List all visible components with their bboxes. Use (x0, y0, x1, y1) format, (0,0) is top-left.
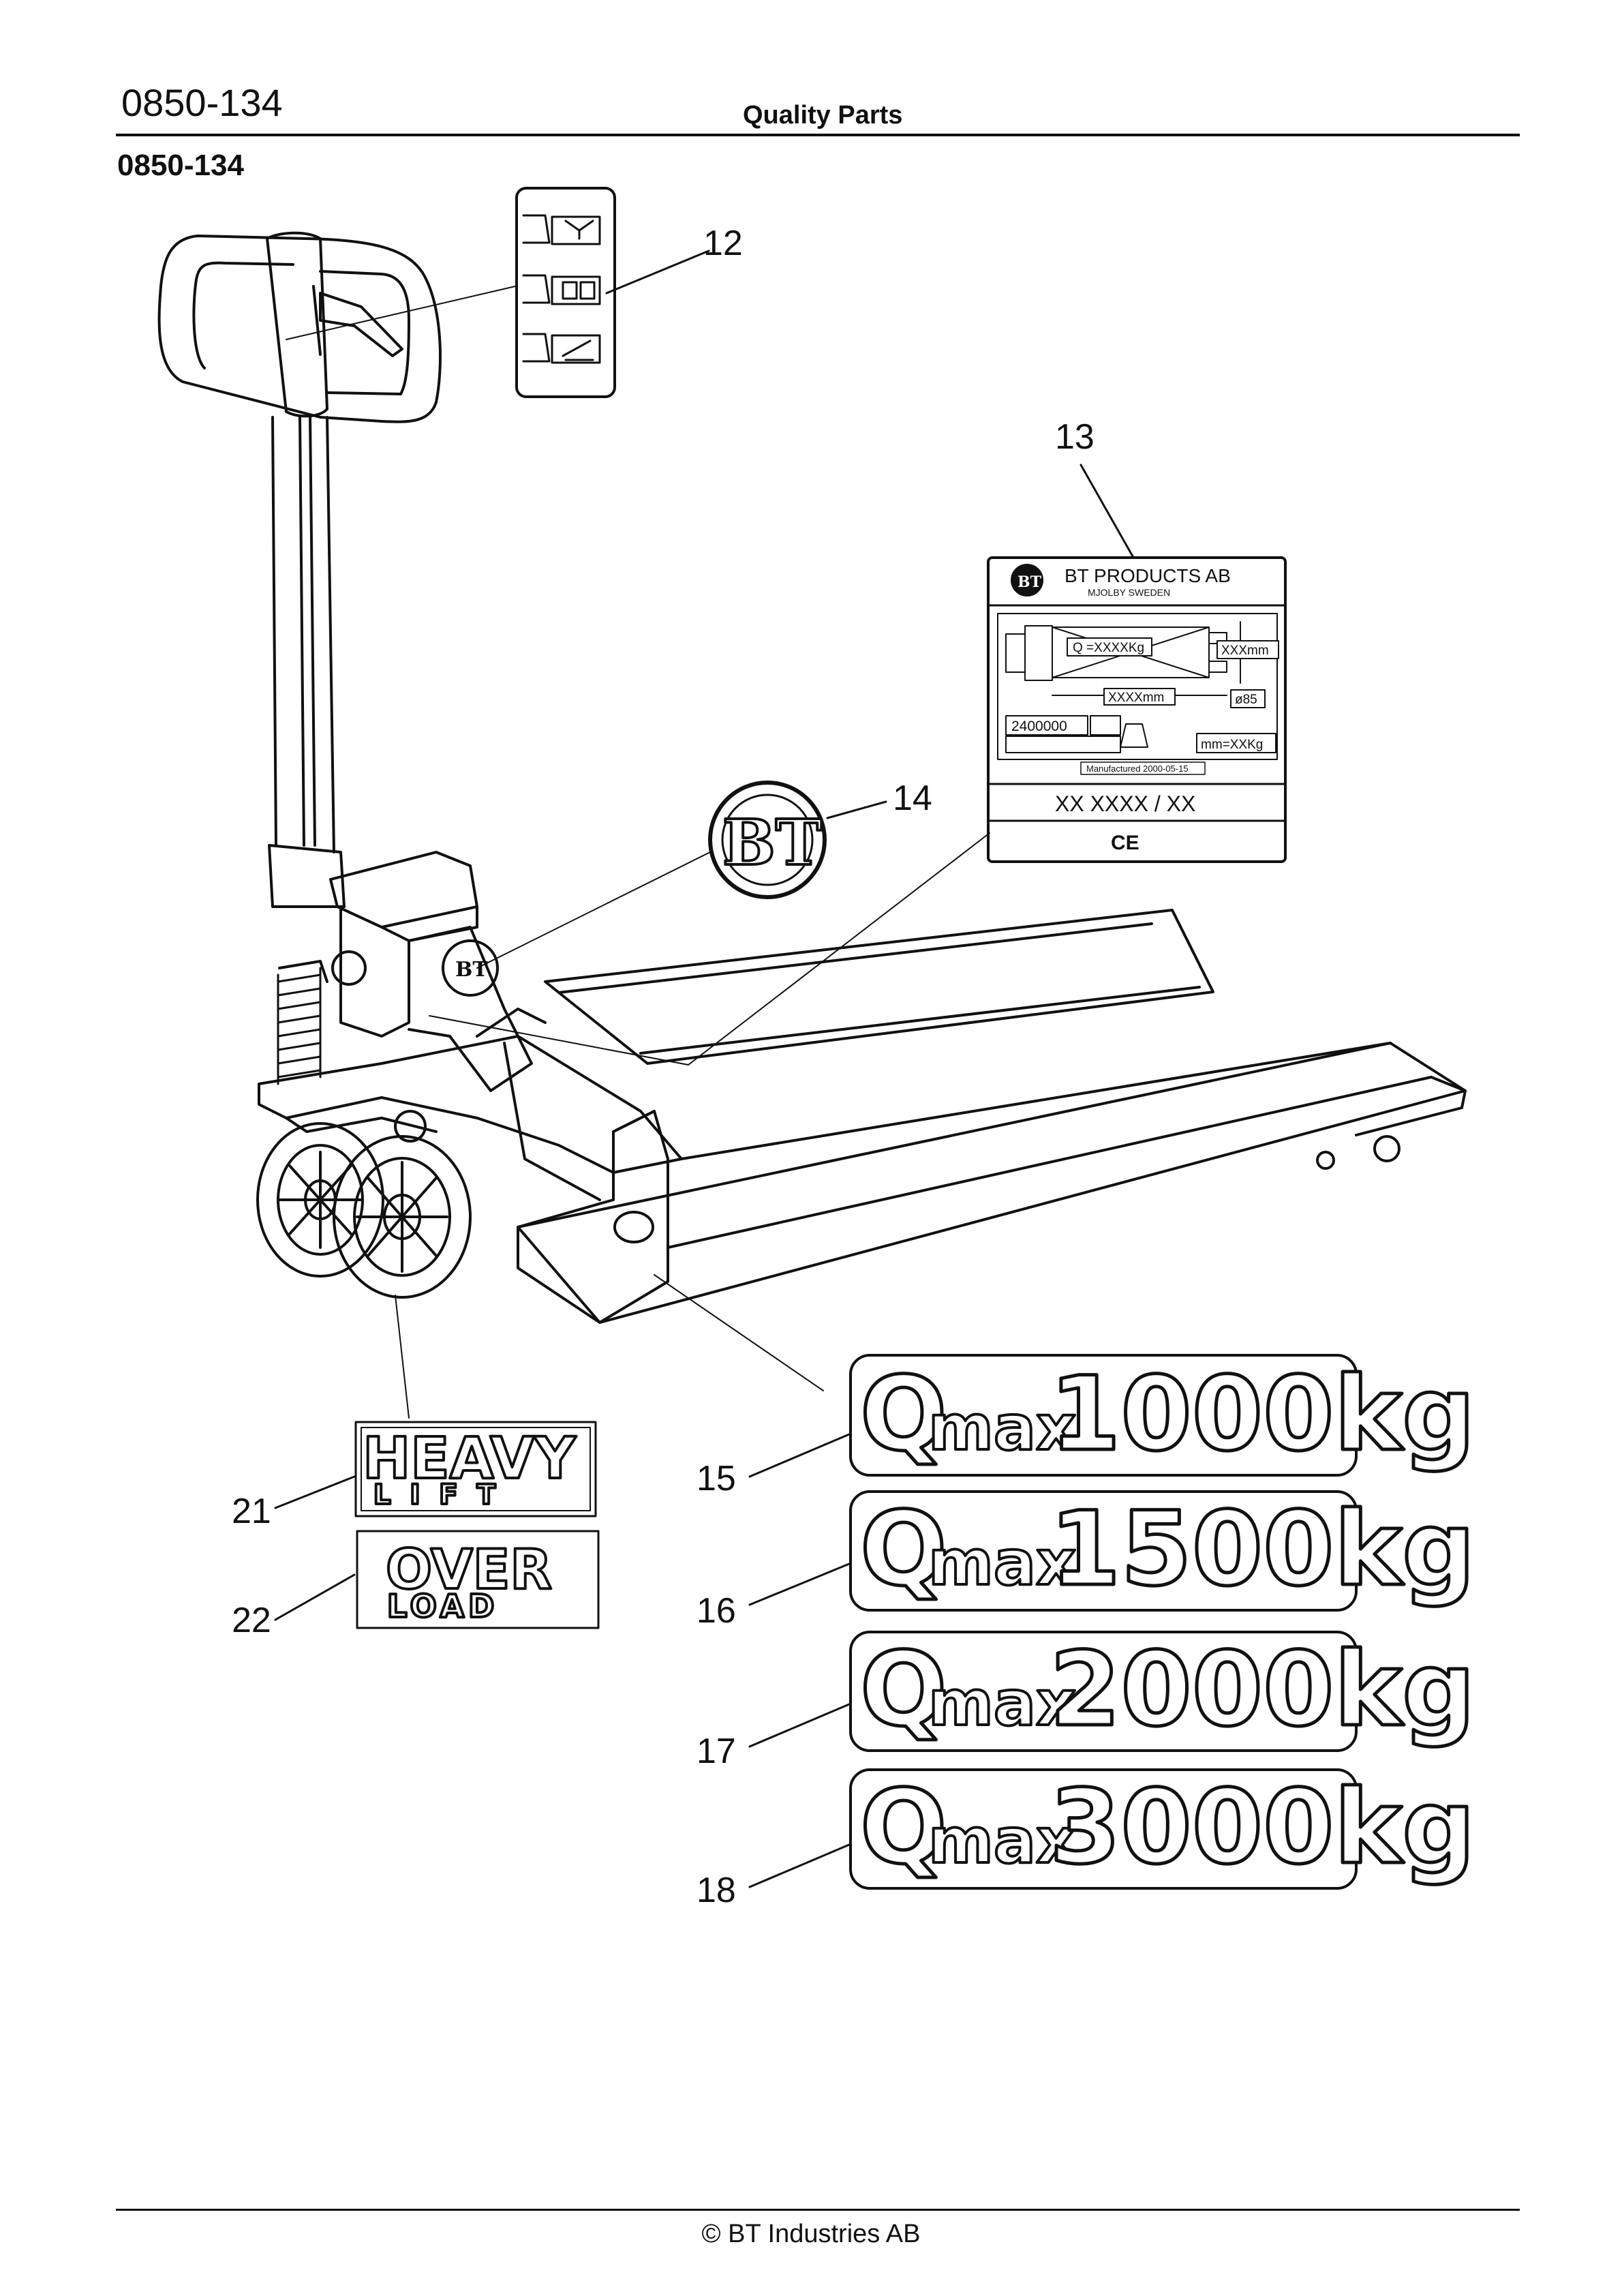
plate-load-center: mm=XXKg (1201, 738, 1263, 752)
qmax-decal-part-17: Q max 2000kg (748, 1629, 1477, 1752)
plate-serial: 2400000 (1011, 719, 1067, 734)
callout-14: 14 (893, 779, 932, 818)
qmax-decal-part-16: Q max 1500kg (748, 1489, 1477, 1612)
callout-labels: 12 13 14 15 16 17 18 21 22 (232, 224, 1095, 1910)
callout-13: 13 (1055, 417, 1095, 457)
qmax-16-value: 1500kg (1050, 1490, 1475, 1609)
plate-ce-mark: CE (1111, 832, 1139, 854)
qmax-decal-part-15: Q max 1000kg (654, 1274, 1477, 1478)
footer-rule (116, 2209, 1520, 2211)
plate-length-dim: XXXXmm (1108, 691, 1164, 705)
callout-12: 12 (703, 224, 743, 263)
qmax-15-value: 1000kg (1050, 1355, 1475, 1474)
callout-15: 15 (697, 1459, 736, 1498)
plate-manufactured: Manufactured 2000-05-15 (1086, 764, 1189, 774)
header-doc-code: 0850-134 (121, 81, 283, 124)
plate-width-dim: XXXmm (1221, 644, 1269, 658)
plate-logo-text: BT (1017, 573, 1042, 591)
callout-17: 17 (697, 1732, 736, 1771)
overload-decal-part-22: OVER LOAD (274, 1530, 600, 1629)
qmax-17-prefix: Q (860, 1631, 947, 1749)
sub-doc-code: 0850-134 (117, 149, 244, 182)
truck-logo-text: BT (455, 958, 488, 982)
footer-copyright: © BT Industries AB (701, 2220, 921, 2248)
qmax-16-prefix: Q (860, 1490, 947, 1609)
heavy-lift-line1: HEAVY (363, 1425, 577, 1492)
pallet-truck-illustration: BT (157, 231, 1467, 1324)
heavy-lift-decal-part-21: HEAVY LIFT (274, 1295, 597, 1517)
plate-wheel-dim: ø85 (1235, 693, 1257, 707)
handle-decal-part-12 (286, 187, 710, 398)
logo-decal-text: BT (722, 806, 822, 879)
qmax-18-sub: max (928, 1804, 1076, 1877)
header-title: Quality Parts (743, 101, 903, 130)
heavy-lift-line2: LIFT (373, 1479, 515, 1511)
qmax-15-sub: max (928, 1391, 1076, 1464)
bt-logo-decal-part-14: BT (476, 781, 887, 969)
qmax-decal-part-18: Q max 3000kg (748, 1767, 1477, 1890)
overload-line1: OVER (386, 1538, 552, 1601)
callout-21: 21 (232, 1492, 271, 1531)
steer-wheels (256, 1110, 472, 1299)
plate-type-code: XX XXXX / XX (1055, 791, 1195, 816)
qmax-17-sub: max (928, 1667, 1076, 1740)
qmax-15-prefix: Q (860, 1355, 947, 1474)
plate-company: BT PRODUCTS AB (1065, 565, 1231, 586)
callout-22: 22 (232, 1601, 271, 1640)
plate-capacity: Q =XXXXKg (1073, 641, 1144, 655)
plate-location: MJOLBY SWEDEN (1088, 587, 1170, 598)
qmax-17-value: 2000kg (1050, 1631, 1475, 1749)
rating-plate-part-13: BT BT PRODUCTS AB MJOLBY SWEDEN Q =XXXXK… (429, 464, 1287, 1066)
overload-line2: LOAD (387, 1588, 498, 1625)
qmax-16-sub: max (928, 1526, 1076, 1599)
qmax-18-prefix: Q (860, 1768, 947, 1887)
callout-18: 18 (697, 1871, 736, 1910)
qmax-18-value: 3000kg (1050, 1768, 1475, 1887)
header-rule (116, 134, 1520, 136)
callout-16: 16 (697, 1591, 736, 1631)
